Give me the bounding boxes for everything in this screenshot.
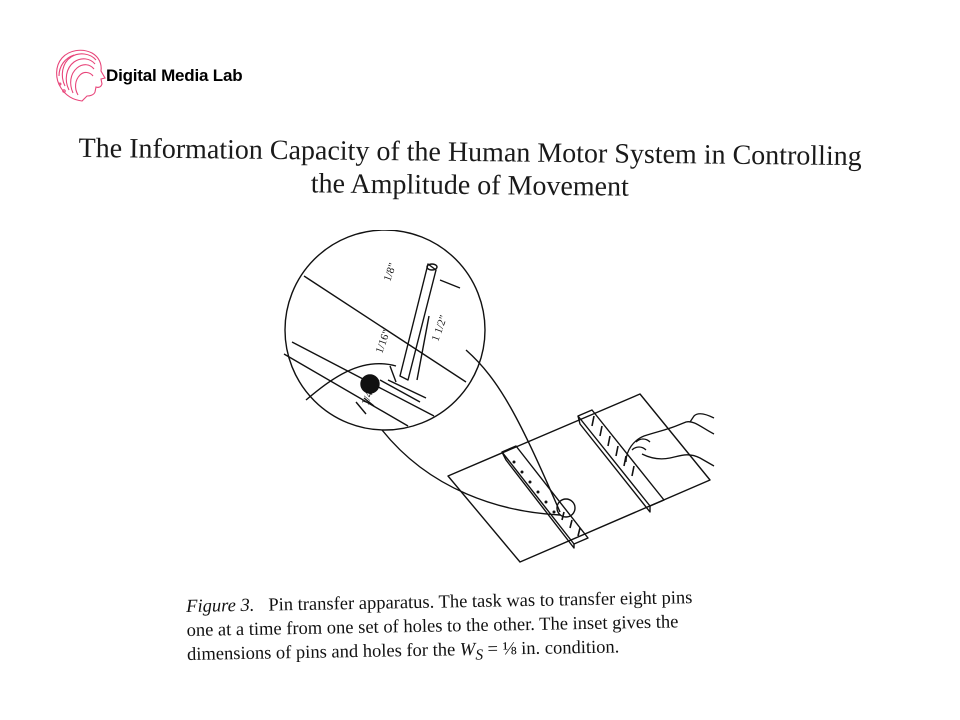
- inset-circle: [284, 230, 486, 431]
- hand-illustration: [625, 413, 715, 467]
- label-clearance: 1/16": [374, 328, 394, 355]
- head-profile-icon: [56, 49, 106, 102]
- label-pin-width: 1/8": [382, 261, 400, 283]
- figure-caption: Figure 3.Pin transfer apparatus. The tas…: [186, 584, 827, 673]
- pin-shape: [399, 263, 437, 381]
- figure-label: Figure 3.: [186, 595, 255, 617]
- hole-shape: [360, 374, 380, 394]
- label-pin-length: 1 1/2": [430, 314, 450, 343]
- pin-transfer-apparatus-figure: 1/8" 1 1/2" 1/16" 1/4": [283, 230, 715, 563]
- paper-title: The Information Capacity of the Human Mo…: [0, 131, 940, 207]
- board: [447, 393, 711, 563]
- lab-logo: Digital Media Lab: [52, 46, 282, 106]
- lab-name: Digital Media Lab: [106, 66, 243, 85]
- caption-formula: W: [459, 639, 476, 661]
- label-hole: 1/4": [360, 385, 378, 407]
